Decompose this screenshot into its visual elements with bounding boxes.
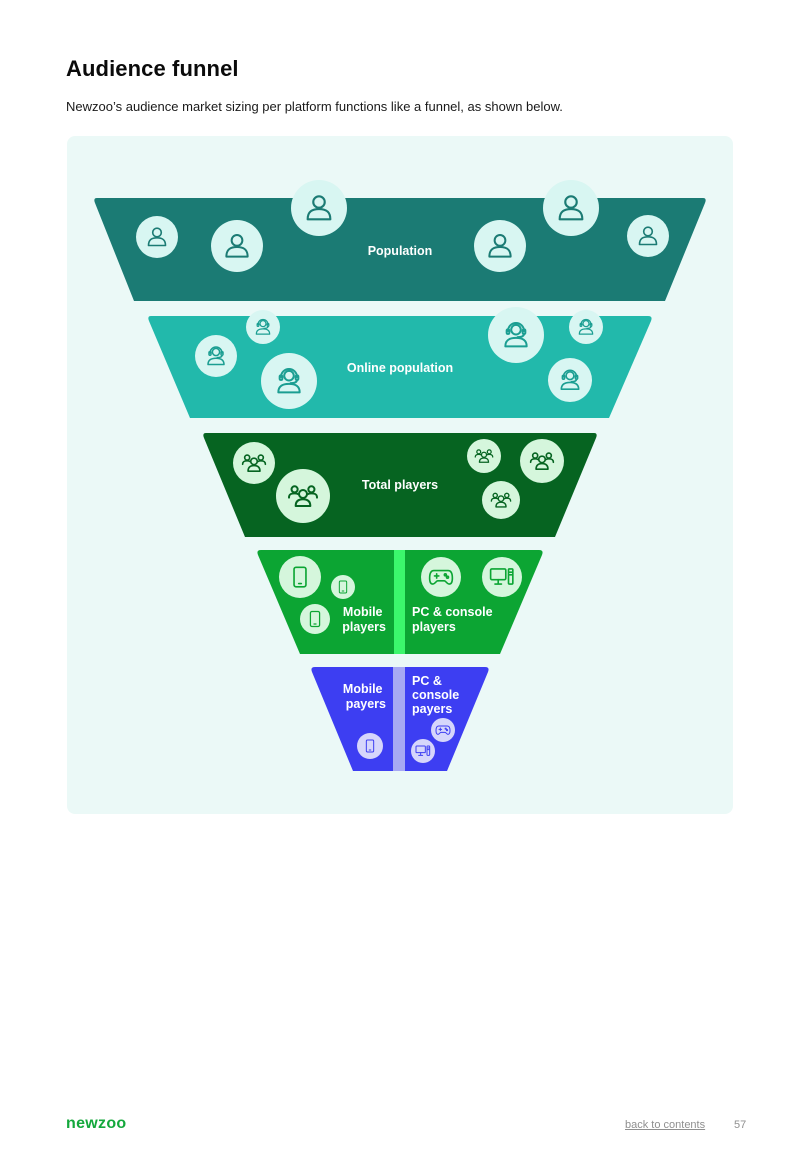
person-headset-icon (246, 310, 280, 344)
person-headset-icon (488, 307, 544, 363)
person-headset-icon (569, 310, 603, 344)
desktop-icon (482, 557, 522, 597)
person-headset-icon (548, 358, 592, 402)
group-icon (520, 439, 564, 483)
group-icon (482, 481, 520, 519)
phone-icon (279, 556, 321, 598)
audience-funnel-diagram: Population Online population Total playe… (94, 180, 706, 771)
gamepad-icon (421, 557, 461, 597)
phone-icon (331, 575, 355, 599)
person-icon (211, 220, 263, 272)
pc-console-players-label: PC & console players (412, 605, 496, 634)
total-players-label: Total players (362, 478, 438, 492)
group-icon (233, 442, 275, 484)
back-to-contents-link[interactable]: back to contents (625, 1119, 706, 1131)
person-icon (291, 180, 347, 236)
mobile-players-label: Mobile players (342, 605, 386, 634)
group-icon (467, 439, 501, 473)
players-divider (394, 550, 405, 654)
person-icon (627, 215, 669, 257)
mobile-payers-label: Mobile payers (343, 682, 386, 711)
funnel-panel: Population Online population Total playe… (67, 136, 733, 814)
phone-icon (357, 733, 383, 759)
payers-divider (393, 667, 405, 771)
pc-console-payers-label: PC & console payers (412, 674, 463, 716)
phone-icon (300, 604, 330, 634)
population-label: Population (368, 244, 433, 258)
person-icon (474, 220, 526, 272)
desktop-icon (411, 739, 435, 763)
page-title: Audience funnel (66, 56, 239, 81)
person-icon (136, 216, 178, 258)
group-icon (276, 469, 330, 523)
page-number: 57 (734, 1119, 747, 1131)
newzoo-logo: newzoo (66, 1115, 127, 1132)
page-subtitle: Newzoo’s audience market sizing per plat… (66, 99, 563, 114)
online-population-label: Online population (347, 361, 453, 375)
person-icon (543, 180, 599, 236)
gamepad-icon (431, 718, 455, 742)
person-headset-icon (261, 353, 317, 409)
person-headset-icon (195, 335, 237, 377)
